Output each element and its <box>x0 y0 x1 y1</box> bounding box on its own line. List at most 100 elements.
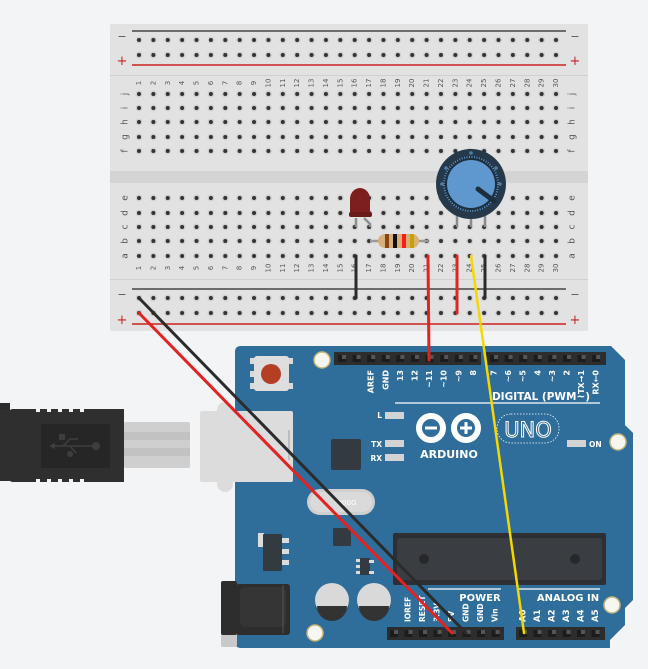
terminal-hole-center <box>180 254 185 258</box>
terminal-hole-center <box>237 211 242 215</box>
terminal-hole-center <box>381 92 386 96</box>
column-number-label: 30 <box>552 264 560 273</box>
column-number-label: 18 <box>379 264 387 273</box>
terminal-hole-center <box>180 149 185 153</box>
column-number-label: 13 <box>308 264 316 273</box>
column-number-label: 4 <box>178 80 186 85</box>
rail-hole-center <box>280 311 285 315</box>
column-number-label: 1 <box>135 266 143 270</box>
terminal-hole-center <box>165 225 170 229</box>
power-pin-header[interactable] <box>387 627 504 640</box>
column-number-label: 23 <box>451 79 459 88</box>
top-rail-divider <box>110 75 588 76</box>
header-pin-shade <box>452 630 456 634</box>
rail-hole-center <box>467 311 472 315</box>
wires[interactable] <box>137 254 526 635</box>
row-letter-label: b <box>121 238 131 244</box>
terminal-hole-center <box>137 239 141 243</box>
power-pin-label: IOREF <box>404 597 413 622</box>
terminal-hole-center <box>410 92 415 96</box>
digital-pin-header[interactable] <box>334 352 606 365</box>
rail-hole-center <box>438 53 443 57</box>
led-on <box>567 440 586 447</box>
terminal-hole-center <box>194 225 199 229</box>
wire-pot-to-a0[interactable] <box>469 254 526 635</box>
header-pin-shade <box>537 630 542 634</box>
terminal-hole-center <box>338 254 343 258</box>
terminal-hole-center <box>266 120 271 124</box>
terminal-hole-center <box>194 120 199 124</box>
terminal-hole-center <box>453 106 458 110</box>
terminal-hole-center <box>280 225 285 229</box>
pot-dot <box>469 151 473 155</box>
usb-connector-shade <box>124 432 190 440</box>
rail-hole-center <box>237 38 242 42</box>
potentiometer[interactable] <box>436 149 506 227</box>
rail-hole-center <box>410 296 415 300</box>
terminal-hole-center <box>525 92 530 96</box>
digital-pin-label: 2 <box>563 370 572 376</box>
terminal-hole-center <box>180 239 185 243</box>
rail-hole-center <box>381 296 386 300</box>
wire-gnd-to-rail[interactable] <box>137 296 468 635</box>
terminal-hole-center <box>554 211 559 215</box>
terminal-hole-center <box>381 135 386 139</box>
terminal-hole-center <box>309 149 314 153</box>
rail-hole-center <box>410 53 415 57</box>
terminal-hole-center <box>165 239 170 243</box>
terminal-hole-center <box>496 239 501 243</box>
terminal-hole-center <box>208 149 213 153</box>
usb-cable[interactable] <box>0 403 190 482</box>
wire-5v-to-rail[interactable] <box>137 311 454 635</box>
terminal-hole-center <box>395 92 400 96</box>
rail-hole-center <box>496 38 501 42</box>
terminal-hole-center <box>410 120 415 124</box>
terminal-hole-center <box>208 196 213 200</box>
terminal-hole-center <box>323 92 328 96</box>
terminal-hole-center <box>525 120 530 124</box>
row-letter-label: c <box>568 224 578 229</box>
column-number-label: 3 <box>164 81 172 85</box>
breadboard-holes[interactable] <box>135 36 560 317</box>
rail-hole-center <box>395 38 400 42</box>
terminal-hole-center <box>266 254 271 258</box>
row-letter-label: e <box>568 195 578 201</box>
terminal-hole-center <box>367 135 372 139</box>
usb-chip <box>331 439 361 470</box>
reset-button[interactable] <box>250 356 293 391</box>
wire-pin11-to-resistor[interactable] <box>426 254 431 362</box>
header-pin[interactable] <box>504 355 513 362</box>
rail-hole-center <box>309 311 314 315</box>
header-pin-shade <box>508 355 513 359</box>
column-number-label: 29 <box>538 264 546 273</box>
red-led[interactable] <box>349 188 372 227</box>
breadboard[interactable]: − + − + − + − + 112233445566778899101011… <box>110 24 588 331</box>
row-letter-label: d <box>568 210 578 216</box>
rail-hole-center <box>323 296 328 300</box>
terminal-hole-center <box>165 120 170 124</box>
terminal-hole-center <box>165 135 170 139</box>
header-pin-shade <box>567 355 571 359</box>
terminal-hole-center <box>280 196 285 200</box>
terminal-hole-center <box>208 254 213 258</box>
capacitor-2 <box>357 583 391 621</box>
rail-hole-center <box>453 38 458 42</box>
column-number-label: 23 <box>451 264 459 273</box>
terminal-hole-center <box>424 225 429 229</box>
column-number-label: 14 <box>322 78 330 87</box>
rail-hole-center <box>223 311 228 315</box>
terminal-hole-center <box>309 196 314 200</box>
terminal-hole-center <box>338 211 343 215</box>
pot-knob[interactable] <box>447 160 495 208</box>
column-number-label: 27 <box>509 79 517 88</box>
terminal-hole-center <box>381 225 386 229</box>
rail-hole-center <box>208 311 213 315</box>
rail-hole-center <box>338 53 343 57</box>
terminal-hole-center <box>180 135 185 139</box>
resistor[interactable] <box>370 234 428 248</box>
digital-pin-label: 12 <box>411 370 420 381</box>
header-pin-shade <box>458 355 463 359</box>
crystal-oscillator: 000G <box>307 489 375 515</box>
